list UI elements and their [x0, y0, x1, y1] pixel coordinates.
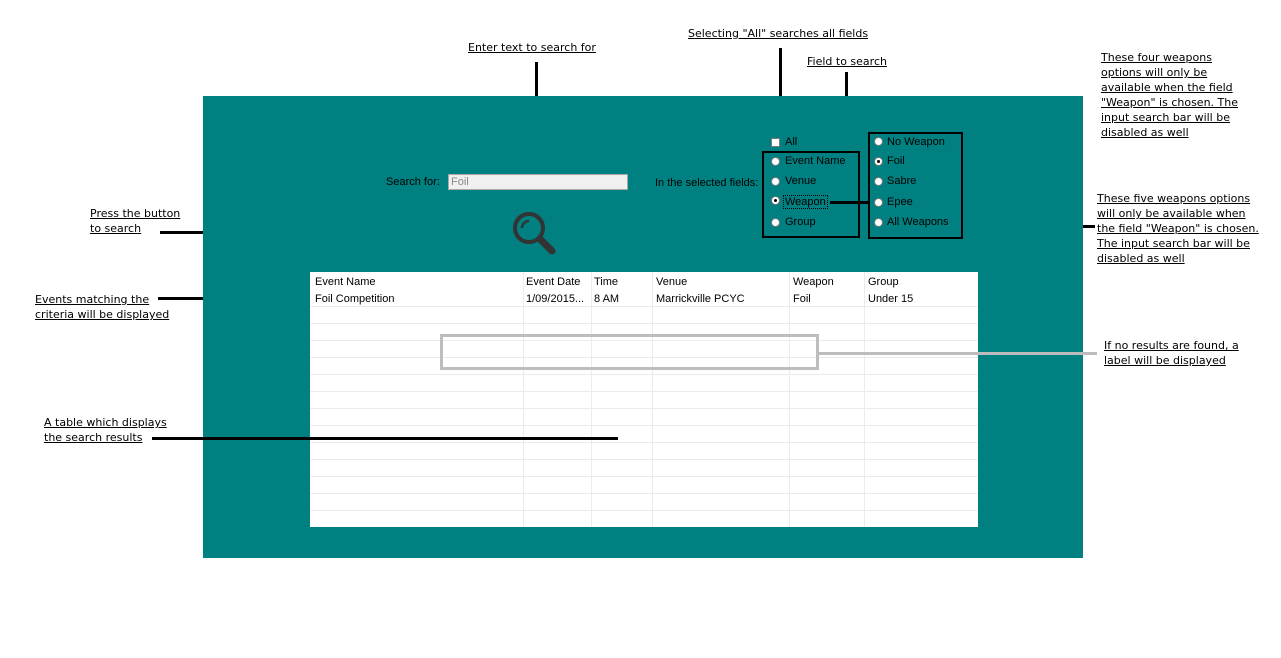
search-input[interactable]	[448, 174, 628, 190]
table-cell-weapon[interactable]: Foil	[793, 293, 811, 305]
weapon-radio-all-weapons[interactable]	[874, 218, 883, 227]
row-separator	[310, 425, 978, 426]
annotation-table-displays: A table which displays the search result…	[44, 416, 167, 444]
annotation-line-no-results	[819, 352, 1097, 355]
table-cell-group[interactable]: Under 15	[868, 293, 914, 305]
annotation-no-results: If no results are found, a label will be…	[1104, 339, 1239, 367]
row-separator	[310, 357, 978, 358]
row-separator	[310, 459, 978, 460]
field-radio-weapon[interactable]	[771, 196, 780, 205]
column-header-event-date[interactable]: Event Date	[526, 276, 581, 288]
table-cell-venue[interactable]: Marrickville PCYC	[656, 293, 745, 305]
search-button[interactable]	[510, 209, 556, 255]
annotation-line-table-displays	[152, 437, 618, 440]
column-header-event-name[interactable]: Event Name	[315, 276, 376, 288]
annotation-line-selecting-all	[779, 48, 782, 132]
weapon-radio-epee[interactable]	[874, 198, 883, 207]
all-checkbox[interactable]	[771, 138, 780, 147]
column-header-venue[interactable]: Venue	[656, 276, 688, 288]
row-separator	[310, 493, 978, 494]
annotation-press-button: Press the button to search	[90, 207, 181, 235]
column-header-group[interactable]: Group	[868, 276, 899, 288]
annotation-line-weapon-connector	[830, 201, 870, 204]
row-separator	[310, 442, 978, 443]
weapon-label-sabre: Sabre	[887, 175, 917, 187]
weapon-radio-foil[interactable]	[874, 157, 883, 166]
row-separator	[310, 510, 978, 511]
annotation-enter-text: Enter text to search for	[468, 41, 596, 54]
table-cell-event-name[interactable]: Foil Competition	[315, 293, 395, 305]
row-separator	[310, 391, 978, 392]
table-cell-time[interactable]: 8 AM	[594, 293, 620, 305]
annotation-four-weapons: These four weapons options will only be …	[1101, 51, 1238, 139]
weapon-radio-no-weapon[interactable]	[874, 137, 883, 146]
field-options-group	[762, 151, 860, 238]
field-radio-event-name[interactable]	[771, 157, 780, 166]
column-header-weapon[interactable]: Weapon	[793, 276, 834, 288]
fields-label: In the selected fields:	[655, 177, 759, 189]
row-separator	[310, 340, 978, 341]
column-header-time[interactable]: Time	[594, 276, 619, 288]
field-label-venue: Venue	[785, 175, 817, 187]
field-label-group: Group	[785, 216, 816, 228]
field-radio-group[interactable]	[771, 218, 780, 227]
weapon-options-group	[868, 132, 963, 239]
weapon-label-no-weapon: No Weapon	[887, 136, 945, 148]
weapon-label-all-weapons: All Weapons	[887, 216, 949, 228]
row-separator	[310, 408, 978, 409]
weapon-radio-sabre[interactable]	[874, 177, 883, 186]
annotation-events-matching: Events matching the criteria will be dis…	[35, 293, 170, 321]
field-radio-venue[interactable]	[771, 177, 780, 186]
row-separator	[310, 476, 978, 477]
field-label-weapon: Weapon	[783, 195, 828, 209]
row-separator	[310, 306, 978, 307]
weapon-label-epee: Epee	[887, 196, 913, 208]
field-label-event-name: Event Name	[785, 155, 846, 167]
all-checkbox-label: All	[785, 136, 798, 148]
row-separator	[310, 374, 978, 375]
search-for-label: Search for:	[386, 176, 440, 188]
table-cell-event-date[interactable]: 1/09/2015...	[526, 293, 585, 305]
annotation-five-weapons: These five weapons options will only be …	[1097, 192, 1259, 265]
search-icon	[513, 212, 556, 255]
no-results-label-area	[440, 334, 819, 370]
results-table[interactable]: Event Name Event Date Time Venue Weapon …	[310, 272, 978, 527]
weapon-label-foil: Foil	[887, 155, 905, 167]
row-separator	[310, 323, 978, 324]
annotation-selecting-all: Selecting "All" searches all fields	[688, 27, 869, 40]
annotation-field-to-search: Field to search	[807, 55, 887, 68]
